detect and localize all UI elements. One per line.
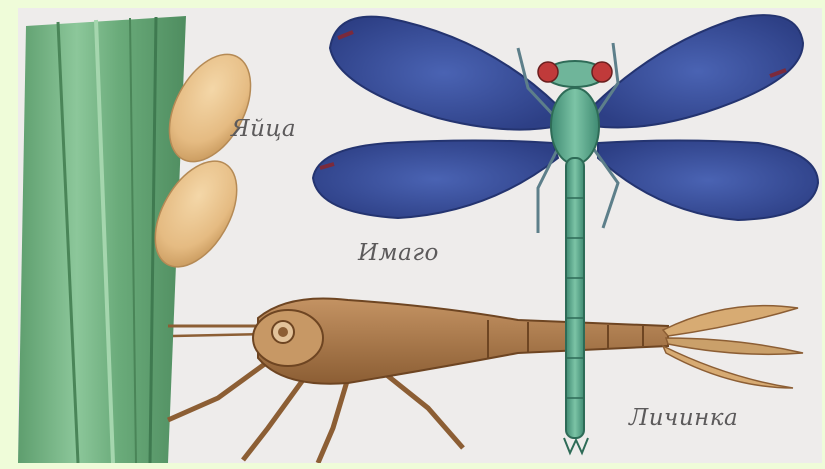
dragonfly-imago [313,15,818,453]
illustration-drawing [18,8,822,463]
label-larva: Личинка [629,405,738,431]
dragonfly-larva [168,298,803,463]
label-imago: Имаго [358,240,439,266]
label-eggs: Яйца [231,116,296,142]
dragonfly-life-cycle-illustration: Яйца Имаго Личинка [18,8,822,463]
